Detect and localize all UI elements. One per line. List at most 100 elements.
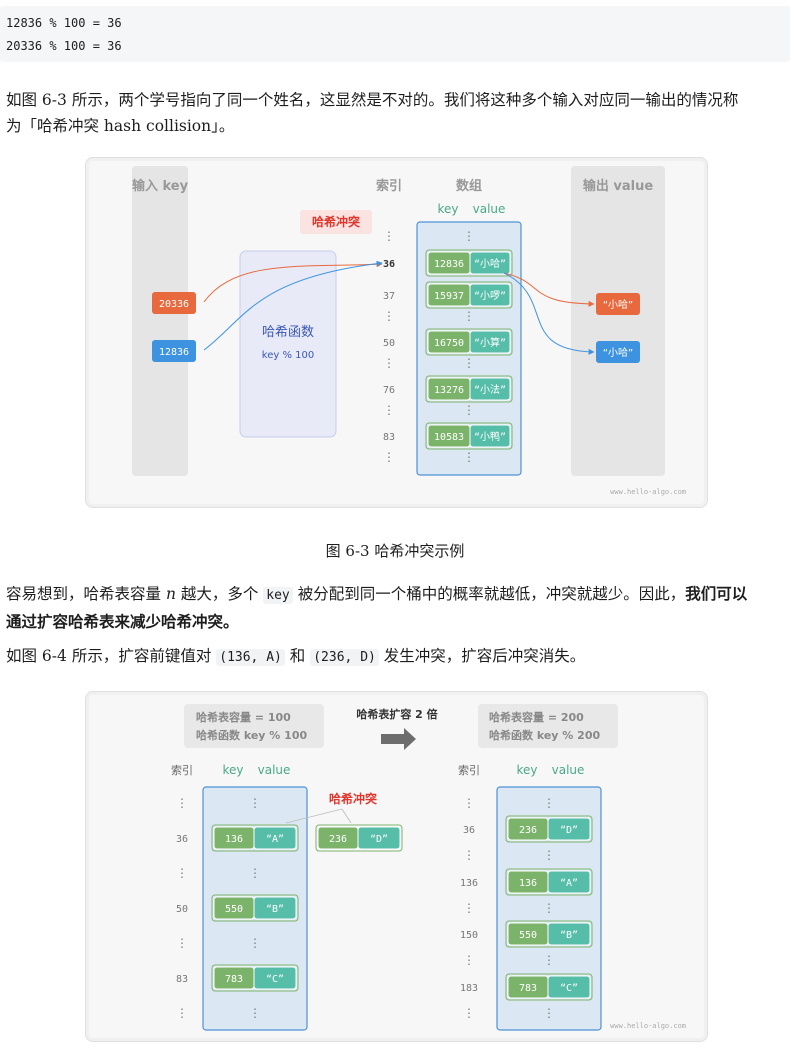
code-block: 12836 % 100 = 36 20336 % 100 = 36 (0, 6, 790, 62)
ellipsis: ⋮ (543, 848, 555, 862)
bucket-key-text: 136 (519, 878, 537, 889)
inline-code-236d: (236, D) (310, 649, 379, 666)
array-ellipsis: ⋮ (463, 450, 475, 464)
bucket-outline (211, 824, 299, 852)
index-76: 76 (383, 385, 395, 396)
right-info-capacity: 哈希表容量 = 200 (489, 710, 584, 724)
paragraph-figure-6-4: 如图 6-4 所示，扩容前键值对 (136, A) 和 (236, D) 发生冲… (6, 647, 586, 666)
bucket-outline (425, 281, 513, 309)
index-37: 37 (383, 291, 395, 302)
right-value-label: value (552, 763, 585, 777)
bucket-outline (425, 328, 513, 356)
ellipsis: ⋮ (176, 936, 188, 950)
ellipsis: ⋮ (463, 796, 475, 810)
figure-hash-collision-svg: 输入 key 输出 value 哈希函数 key % 100 索引 数组 key… (132, 166, 686, 496)
bucket-key-text: 15937 (434, 291, 464, 302)
ellipsis: ⋮ (176, 796, 188, 810)
right-index-title: 索引 (458, 763, 480, 777)
paragraph-line: 为「哈希冲突 hash collision」。 (6, 117, 235, 135)
array-ellipsis: ⋮ (463, 309, 475, 323)
expand-arrow-icon (381, 728, 416, 750)
bucket-value (469, 377, 511, 401)
array-ellipsis: ⋮ (463, 356, 475, 370)
collision-label: 哈希冲突 (312, 214, 360, 229)
input-column (132, 166, 188, 476)
arrow-20336 (203, 261, 383, 303)
bucket-value (547, 922, 591, 946)
right-index-183: 183 (460, 983, 478, 994)
index-title: 索引 (376, 178, 402, 194)
index-50: 50 (383, 338, 395, 349)
code-line-2: 20336 % 100 = 36 (6, 39, 122, 53)
ellipsis: ⋮ (249, 1006, 261, 1020)
right-info-box (478, 704, 618, 748)
collision-label-2: 哈希冲突 (329, 791, 377, 806)
bucket-value (547, 975, 591, 999)
bucket-value (253, 826, 297, 850)
bucket-value (357, 826, 401, 850)
bucket-value-text: “A” (560, 878, 578, 889)
bucket-outline (425, 375, 513, 403)
bucket-outline (211, 894, 299, 922)
key-label: key (437, 202, 458, 216)
input-key-text: 20336 (159, 299, 189, 310)
bucket-outline (505, 920, 593, 948)
bucket-value (469, 424, 511, 448)
input-key-20336 (152, 292, 196, 314)
bucket-outline (505, 815, 593, 843)
ellipsis: ⋮ (463, 953, 475, 967)
bucket-value (547, 817, 591, 841)
left-info-capacity: 哈希表容量 = 100 (196, 710, 291, 724)
output-value (596, 341, 640, 363)
bucket-value (253, 896, 297, 920)
output-value-text: “小哈” (603, 298, 633, 311)
ellipsis: ⋮ (463, 848, 475, 862)
index-ellipsis: ⋮ (383, 356, 395, 370)
ellipsis: ⋮ (249, 796, 261, 810)
inline-code-136a: (136, A) (216, 649, 285, 666)
bucket-value-text: “B” (266, 904, 284, 915)
inline-code-key: key (263, 587, 293, 604)
bucket-key-text: 12836 (434, 259, 464, 270)
left-index-36: 36 (176, 834, 188, 845)
arrow-12836 (203, 260, 383, 351)
bucket-value (253, 966, 297, 990)
bucket-value-text: “B” (560, 930, 578, 941)
index-83: 83 (383, 432, 395, 443)
bucket-key-text: 16750 (434, 338, 464, 349)
watermark: www.hello-algo.com (610, 488, 686, 496)
bucket-outline (211, 964, 299, 992)
array-ellipsis: ⋮ (463, 403, 475, 417)
bucket-key-text: 783 (519, 983, 537, 994)
bucket-outline (505, 973, 593, 1001)
bucket-value-text: “A” (266, 834, 284, 845)
right-key-label: key (516, 763, 537, 777)
ellipsis: ⋮ (543, 1006, 555, 1020)
left-index-83: 83 (176, 974, 188, 985)
left-info-box (184, 704, 324, 748)
figure-hash-collision: 输入 key 输出 value 哈希函数 key % 100 索引 数组 key… (85, 157, 708, 508)
output-value (596, 293, 640, 315)
output-value-text: “小哈” (603, 346, 633, 359)
hash-function-title: 哈希函数 (262, 325, 314, 340)
index-ellipsis: ⋮ (383, 309, 395, 323)
bucket-key-text: 550 (519, 930, 537, 941)
output-column (571, 166, 665, 476)
bucket-key-text: 13276 (434, 385, 464, 396)
ellipsis: ⋮ (463, 1006, 475, 1020)
paragraph-expand: 容易想到，哈希表容量 n 越大，多个 key 被分配到同一个桶中的概率就越低，冲… (6, 584, 748, 631)
ellipsis: ⋮ (176, 866, 188, 880)
bucket-value-text: “C” (266, 974, 284, 985)
bucket-value-text: “D” (370, 834, 388, 845)
expand-arrow-label: 哈希表扩容 2 倍 (356, 707, 437, 721)
arrow-output-2 (503, 272, 595, 355)
ellipsis: ⋮ (249, 936, 261, 950)
bucket-value-text: “小鸭” (474, 430, 506, 443)
left-index-title: 索引 (171, 763, 193, 777)
ellipsis: ⋮ (176, 1006, 188, 1020)
bucket-key-text: 136 (225, 834, 243, 845)
left-value-label: value (258, 763, 291, 777)
ellipsis: ⋮ (543, 953, 555, 967)
bucket-value (547, 870, 591, 894)
bucket-value (469, 251, 511, 275)
